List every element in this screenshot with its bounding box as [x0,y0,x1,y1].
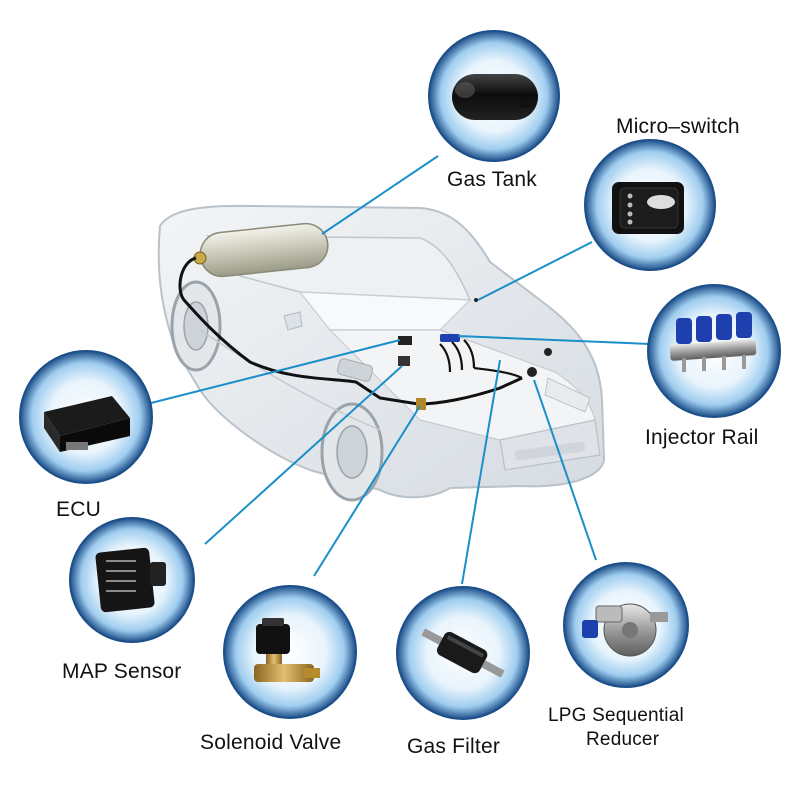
gas-filter-icon [421,628,505,678]
solenoid-valve-label: Solenoid Valve [200,731,342,754]
leader-lines [146,155,651,585]
solenoid-valve-bubble[interactable] [223,585,357,719]
ecu-label: ECU [56,498,101,521]
reducer-icon [582,603,668,657]
map-sensor-icon [95,547,166,613]
micro-switch-bubble[interactable] [584,139,716,271]
injector-rail-bubble[interactable] [647,284,781,418]
micro-switch-label: Micro–switch [616,115,740,138]
map-sensor-label: MAP Sensor [62,660,182,683]
micro-switch-icon [612,182,684,234]
gas-filter-bubble[interactable] [396,586,530,720]
injector-rail-label: Injector Rail [645,426,759,449]
map-sensor-bubble[interactable] [69,517,195,643]
injector-rail-icon [669,312,757,372]
reducer-bubble[interactable] [563,562,689,688]
gas-tank-bubble[interactable] [428,30,560,162]
ecu-bubble[interactable] [19,350,153,484]
car-illustration [157,204,606,502]
ecu-icon [44,396,130,452]
reducer-label-line2: Reducer [586,729,660,750]
gas-filter-label: Gas Filter [407,735,501,758]
reducer-label-line1: LPG Sequential [548,705,684,726]
gas-tank-icon [452,74,538,120]
gas-tank-label: Gas Tank [447,168,537,191]
solenoid-valve-icon [254,618,320,682]
